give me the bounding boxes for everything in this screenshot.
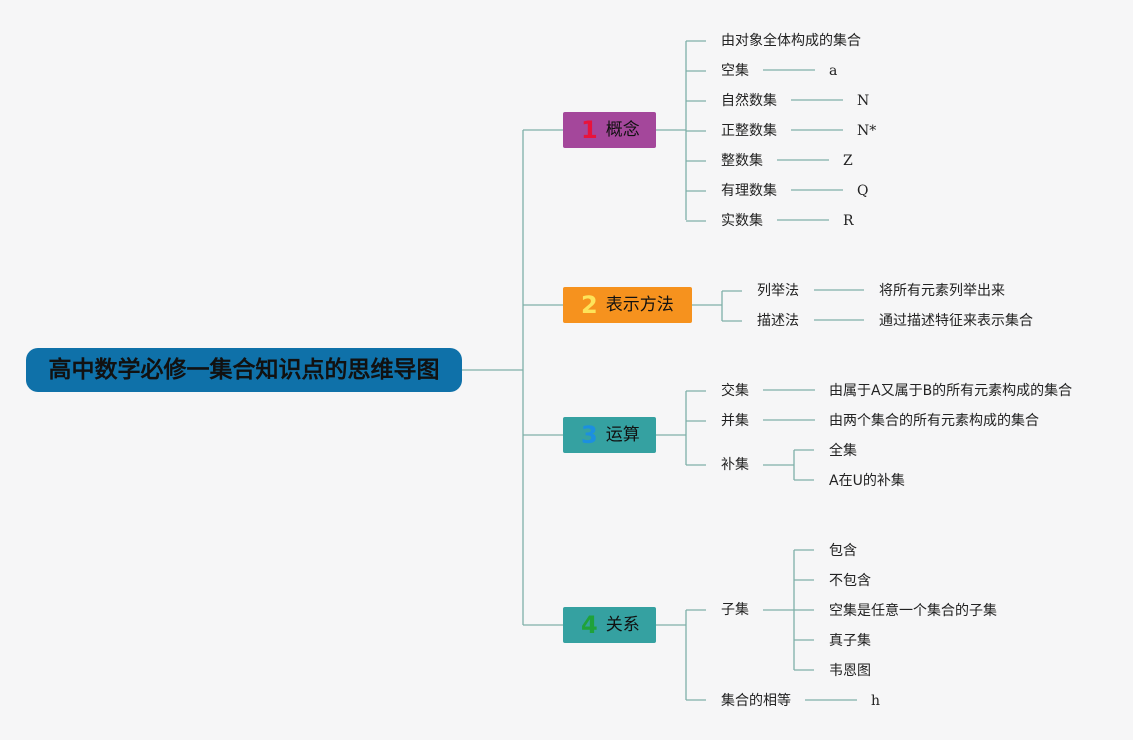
subset-child-not-contains[interactable]: 不包含 [829, 573, 871, 589]
relations-value-equality[interactable]: h [871, 693, 881, 709]
operations-item-intersection[interactable]: 交集 [721, 383, 749, 399]
root-topic[interactable]: 高中数学必修一集合知识点的思维导图 [26, 348, 462, 392]
concept-item-empty-set[interactable]: 空集 [721, 63, 749, 79]
branch-label: 表示方法 [605, 295, 674, 315]
concept-value-integer[interactable]: Z [843, 153, 853, 169]
concept-item-integer[interactable]: 整数集 [721, 153, 763, 169]
subset-child-venn[interactable]: 韦恩图 [829, 663, 871, 679]
concept-value-empty-set[interactable]: a [829, 63, 838, 79]
representation-item-enumeration[interactable]: 列举法 [757, 283, 799, 299]
concept-value-real[interactable]: R [843, 213, 854, 229]
operations-item-complement[interactable]: 补集 [721, 457, 749, 473]
complement-child-a-in-u[interactable]: A在U的补集 [829, 473, 905, 489]
concept-value-natural[interactable]: N [857, 93, 870, 109]
representation-value-enumeration[interactable]: 将所有元素列举出来 [879, 283, 1005, 299]
branch-number: 3 [581, 421, 598, 449]
branch-label: 运算 [605, 425, 640, 445]
representation-value-description[interactable]: 通过描述特征来表示集合 [879, 313, 1033, 329]
concept-item-rational[interactable]: 有理数集 [721, 183, 777, 199]
operations-item-union[interactable]: 并集 [721, 413, 749, 429]
branch-number: 2 [581, 291, 598, 319]
branch-number: 4 [581, 611, 598, 639]
concept-value-rational[interactable]: Q [857, 183, 869, 199]
branch-number: 1 [581, 116, 598, 144]
concept-value-positive-integer[interactable]: N* [857, 123, 877, 139]
relations-item-equality[interactable]: 集合的相等 [721, 693, 791, 709]
subset-child-proper[interactable]: 真子集 [829, 633, 871, 649]
concept-item-natural[interactable]: 自然数集 [721, 93, 777, 109]
concept-item-definition[interactable]: 由对象全体构成的集合 [721, 33, 861, 49]
branch-label: 关系 [605, 615, 640, 635]
representation-item-description[interactable]: 描述法 [757, 313, 799, 329]
branch-relations[interactable]: 4 关系 [563, 607, 656, 643]
branch-operations[interactable]: 3 运算 [563, 417, 656, 453]
operations-value-intersection[interactable]: 由属于A又属于B的所有元素构成的集合 [829, 383, 1073, 399]
concept-item-real[interactable]: 实数集 [721, 213, 763, 229]
branch-representation[interactable]: 2 表示方法 [563, 287, 692, 323]
concept-item-positive-integer[interactable]: 正整数集 [721, 123, 777, 139]
relations-item-subset[interactable]: 子集 [721, 602, 749, 618]
subset-child-empty-set[interactable]: 空集是任意一个集合的子集 [829, 603, 997, 619]
subset-child-contains[interactable]: 包含 [829, 543, 857, 559]
branch-label: 概念 [605, 120, 640, 140]
operations-value-union[interactable]: 由两个集合的所有元素构成的集合 [829, 413, 1039, 429]
branch-concept[interactable]: 1 概念 [563, 112, 656, 148]
complement-child-universal[interactable]: 全集 [829, 443, 857, 459]
